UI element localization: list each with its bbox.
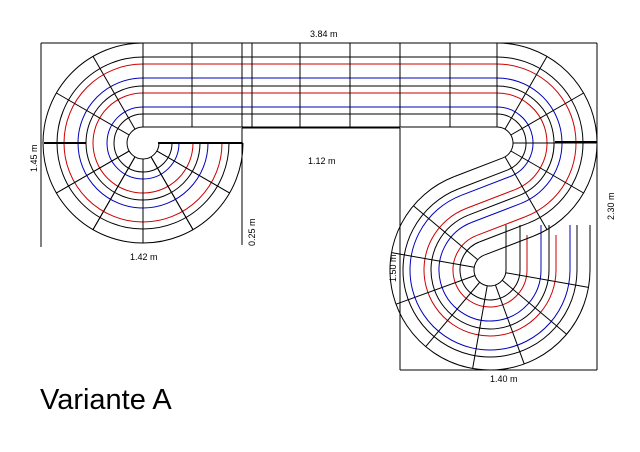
radial-tie xyxy=(56,150,130,194)
lane-curve-top-right xyxy=(496,56,584,224)
lane-curve-top-right xyxy=(496,106,534,178)
radial-tie xyxy=(510,150,584,194)
lane-curve-top-right xyxy=(496,42,598,237)
radial-tie xyxy=(472,285,488,369)
radial-tie xyxy=(156,150,230,194)
variant-title: Variante A xyxy=(40,384,172,416)
lane-diagonal xyxy=(461,176,511,196)
lane-curve-left xyxy=(56,56,230,230)
radial-tie xyxy=(150,156,194,230)
lane-curve-bottom-right xyxy=(402,188,578,358)
track xyxy=(42,42,598,371)
lane-curve-left xyxy=(92,92,194,194)
radial-tie xyxy=(413,205,479,261)
lane-diagonal xyxy=(484,235,534,256)
radial-tie xyxy=(92,156,136,230)
lane-curve-bottom-right xyxy=(389,176,591,371)
radial-tie xyxy=(510,92,584,136)
lane-curve-bottom-right xyxy=(459,241,521,301)
dim-left-width: 1.42 m xyxy=(130,252,158,262)
lane-curve-left xyxy=(42,42,244,244)
lane-curve-left xyxy=(77,77,209,209)
lane-diagonal xyxy=(476,216,526,236)
dim-bottom-width: 1.40 m xyxy=(490,374,518,384)
lane-curve-left xyxy=(126,126,160,160)
lane-curve-bottom-right xyxy=(438,221,542,322)
dim-right-height: 2.30 m xyxy=(606,192,616,220)
lane-curve-top-right xyxy=(496,92,548,191)
lane-curve-left xyxy=(85,85,201,201)
lane-curve-top-right xyxy=(496,85,555,197)
radial-tie xyxy=(501,279,567,335)
lane-curve-left xyxy=(63,63,223,223)
radial-tie xyxy=(504,156,548,230)
lane-curve-top-right xyxy=(496,126,514,159)
lane-curve-bottom-right xyxy=(423,207,557,337)
radial-tie xyxy=(504,56,548,130)
dim-left-height: 1.45 m xyxy=(29,144,39,172)
lane-diagonal xyxy=(471,203,521,223)
lane-curve-top-right xyxy=(496,63,577,218)
lane-diagonal xyxy=(453,157,503,178)
radial-tie xyxy=(495,284,525,365)
dim-top-width: 3.84 m xyxy=(310,29,338,39)
radial-tie xyxy=(391,252,475,268)
dim-inner-gap: 0.25 m xyxy=(247,218,257,246)
lane-diagonal xyxy=(479,222,528,243)
lane-curve-bottom-right xyxy=(409,194,571,351)
lane-diagonal xyxy=(458,169,508,190)
lane-curve-left xyxy=(106,106,180,180)
lane-curve-top-right xyxy=(496,113,527,171)
lane-curve-top-right xyxy=(496,77,563,205)
lane-curve-left xyxy=(113,113,173,173)
lane-diagonal xyxy=(468,195,518,216)
lane-curve-bottom-right xyxy=(430,214,550,330)
radial-tie xyxy=(505,272,589,288)
radial-tie xyxy=(425,281,481,347)
radial-tie xyxy=(56,92,130,136)
lane-diagonal xyxy=(466,189,516,209)
dim-right-lower-height: 1.50 m xyxy=(388,254,398,282)
lane-curve-bottom-right xyxy=(473,254,507,287)
dim-inner-width: 1.12 m xyxy=(308,156,336,166)
radial-tie xyxy=(92,56,136,130)
lane-curve-bottom-right xyxy=(452,234,528,308)
radial-tie xyxy=(395,275,476,305)
